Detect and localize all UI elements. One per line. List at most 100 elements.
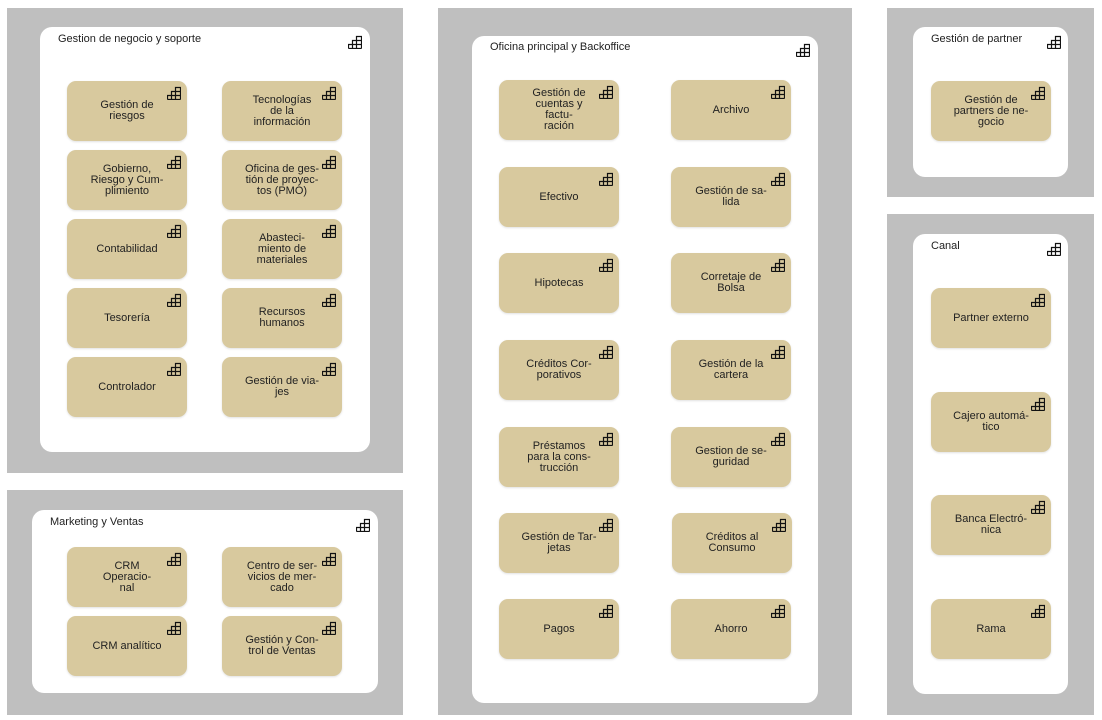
capability-label-line: Gestión de (100, 99, 154, 111)
capability-label-line: lida (722, 196, 740, 208)
capability-icon (322, 621, 336, 635)
capability-icon (599, 432, 613, 446)
capability-label-line: Créditos Cor- (526, 358, 592, 370)
capability-box[interactable]: Ahorro (671, 599, 791, 659)
capability-label: CRM analítico (89, 616, 165, 676)
capability-label-line: Tesorería (104, 311, 150, 324)
capability-icon (599, 345, 613, 359)
capability-label-line: Gestión y Con- (245, 634, 319, 646)
capability-box[interactable]: Gestión de sa-lida (671, 167, 791, 227)
capability-label-line: materiales (256, 253, 308, 266)
capability-label: Archivo (693, 80, 769, 140)
capability-label: Gestión de sa-lida (693, 167, 769, 227)
capability-label: Rama (953, 599, 1029, 659)
capability-box[interactable]: Partner externo (931, 288, 1051, 348)
capability-label-line: tión de proyec- (245, 173, 319, 186)
capability-icon (1047, 242, 1061, 256)
capability-icon (771, 85, 785, 99)
capability-label-line: CRM Operacio- (102, 559, 152, 583)
capability-label-line: Gobierno, (102, 162, 152, 175)
capability-label: Cajero automá-tico (953, 392, 1029, 452)
capability-icon (322, 362, 336, 376)
capability-label-line: Riesgo y Cum- (90, 173, 164, 186)
capability-icon (167, 362, 181, 376)
capability-label-line: tos (PMO) (256, 184, 308, 197)
capability-label: Gobierno,Riesgo y Cum-plimiento (89, 150, 165, 210)
capability-box[interactable]: Tesorería (67, 288, 187, 348)
capability-label-line: Pagos (543, 622, 575, 635)
group-title: Gestión de partner (931, 33, 1023, 45)
capability-icon (167, 86, 181, 100)
capability-label: Oficina de ges-tión de proyec-tos (PMO) (244, 150, 320, 210)
capability-label: Centro de ser-vicios de mer-cado (244, 547, 320, 607)
capability-icon (599, 518, 613, 532)
capability-box[interactable]: Pagos (499, 599, 619, 659)
capability-label-line: Gestión de sa- (695, 185, 767, 197)
capability-label-line: cuentas y factu- (535, 98, 583, 121)
capability-box[interactable]: CRM analítico (67, 616, 187, 676)
capability-icon (599, 258, 613, 272)
capability-box[interactable]: Centro de ser-vicios de mer-cado (222, 547, 342, 607)
capability-label: Efectivo (521, 167, 597, 227)
capability-label-line: Ahorro (714, 622, 748, 635)
group-oficina-backoffice[interactable]: Oficina principal y Backoffice Gestión d… (472, 36, 818, 703)
capability-label-line: miento de (257, 242, 307, 255)
capability-box[interactable]: Contabilidad (67, 219, 187, 279)
capability-box[interactable]: Banca Electró-nica (931, 495, 1051, 555)
capability-box[interactable]: Efectivo (499, 167, 619, 227)
capability-box[interactable]: Archivo (671, 80, 791, 140)
capability-label-line: Controlador (98, 380, 156, 393)
capability-icon (322, 155, 336, 169)
capability-label-line: Cajero automá- (953, 410, 1029, 422)
capability-label: Banca Electró-nica (953, 495, 1029, 555)
capability-box[interactable]: Controlador (67, 357, 187, 417)
capability-label-line: Efectivo (539, 190, 579, 203)
capability-label-line: Hipotecas (534, 276, 584, 289)
capability-icon (167, 621, 181, 635)
capability-label-line: nica (980, 524, 1002, 536)
capability-box[interactable]: Gestión de Tar-jetas (499, 513, 619, 573)
capability-label-line: Gestión de Tar- (521, 531, 597, 543)
capability-box[interactable]: Gobierno,Riesgo y Cum-plimiento (67, 150, 187, 210)
capability-label: Ahorro (693, 599, 769, 659)
capability-icon (167, 224, 181, 238)
capability-box[interactable]: Cajero automá-tico (931, 392, 1051, 452)
capability-label: Pagos (521, 599, 597, 659)
capability-box[interactable]: Gestion de se-guridad (671, 427, 791, 487)
capability-label-line: Gestión de (964, 93, 1018, 106)
capability-icon (772, 518, 786, 532)
capability-box[interactable]: Oficina de ges-tión de proyec-tos (PMO) (222, 150, 342, 210)
capability-box[interactable]: Rama (931, 599, 1051, 659)
capability-label-line: Créditos al (705, 531, 759, 543)
capability-icon (322, 552, 336, 566)
capability-label-line: Rama (976, 622, 1006, 635)
capability-box[interactable]: Gestión de via-jes (222, 357, 342, 417)
capability-box[interactable]: CRM Operacio-nal (67, 547, 187, 607)
capability-box[interactable]: Créditos Cor-porativos (499, 340, 619, 400)
capability-icon (167, 293, 181, 307)
capability-label-line: Préstamos (532, 439, 586, 452)
capability-box[interactable]: Gestión y Con-trol de Ventas (222, 616, 342, 676)
capability-label-line: cado (270, 581, 294, 594)
capability-label-line: jetas (547, 542, 571, 554)
capability-label-line: Abasteci- (259, 231, 305, 244)
capability-box[interactable]: Hipotecas (499, 253, 619, 313)
capability-label-line: trucción (539, 461, 579, 474)
